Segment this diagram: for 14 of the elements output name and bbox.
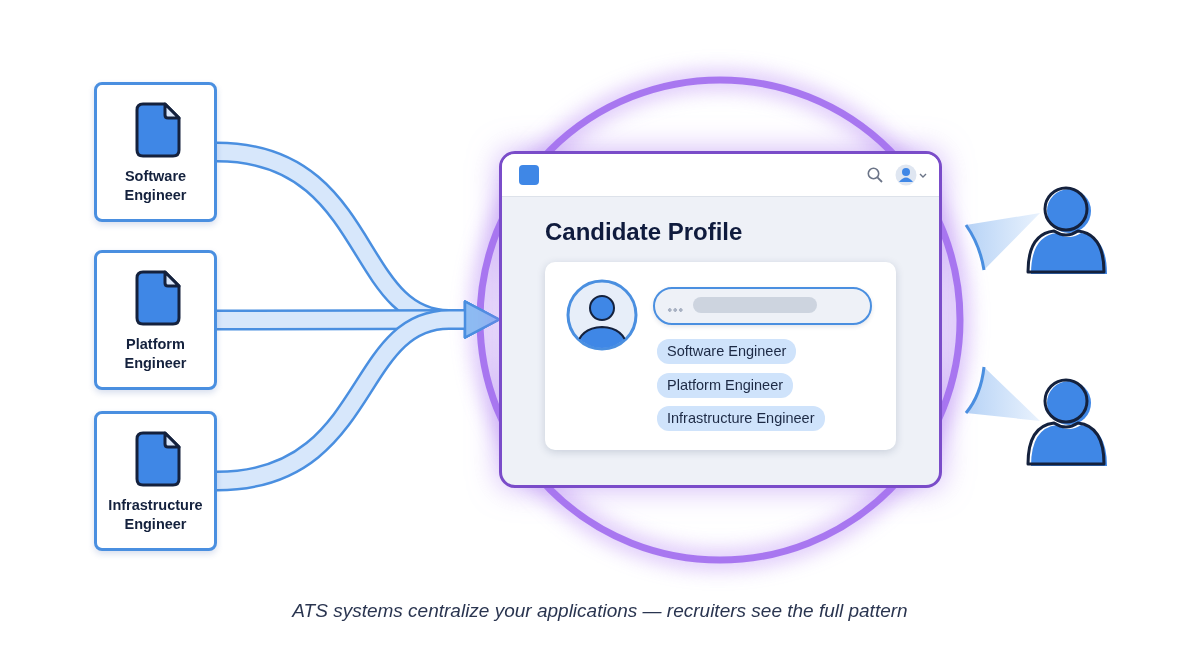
document-label: Infrastructure Engineer	[107, 496, 204, 534]
flow-arrow	[216, 300, 501, 492]
document-label: Platform Engineer	[123, 335, 188, 373]
document-card	[94, 411, 217, 551]
document-card	[94, 250, 217, 390]
skill-tag: Software Engineer	[657, 339, 797, 364]
skill-tag: Platform Engineer	[657, 373, 794, 398]
profile-window	[499, 151, 942, 488]
window-title: Candidate Profile	[545, 218, 743, 246]
document-card	[94, 82, 217, 222]
profile-card	[545, 262, 896, 450]
document-label: Software Engineer	[123, 167, 188, 205]
skill-tag: Infrastructure Engineer	[657, 406, 825, 431]
caption: ATS systems centralize your applications — recruiters see the full pattern	[290, 600, 909, 622]
